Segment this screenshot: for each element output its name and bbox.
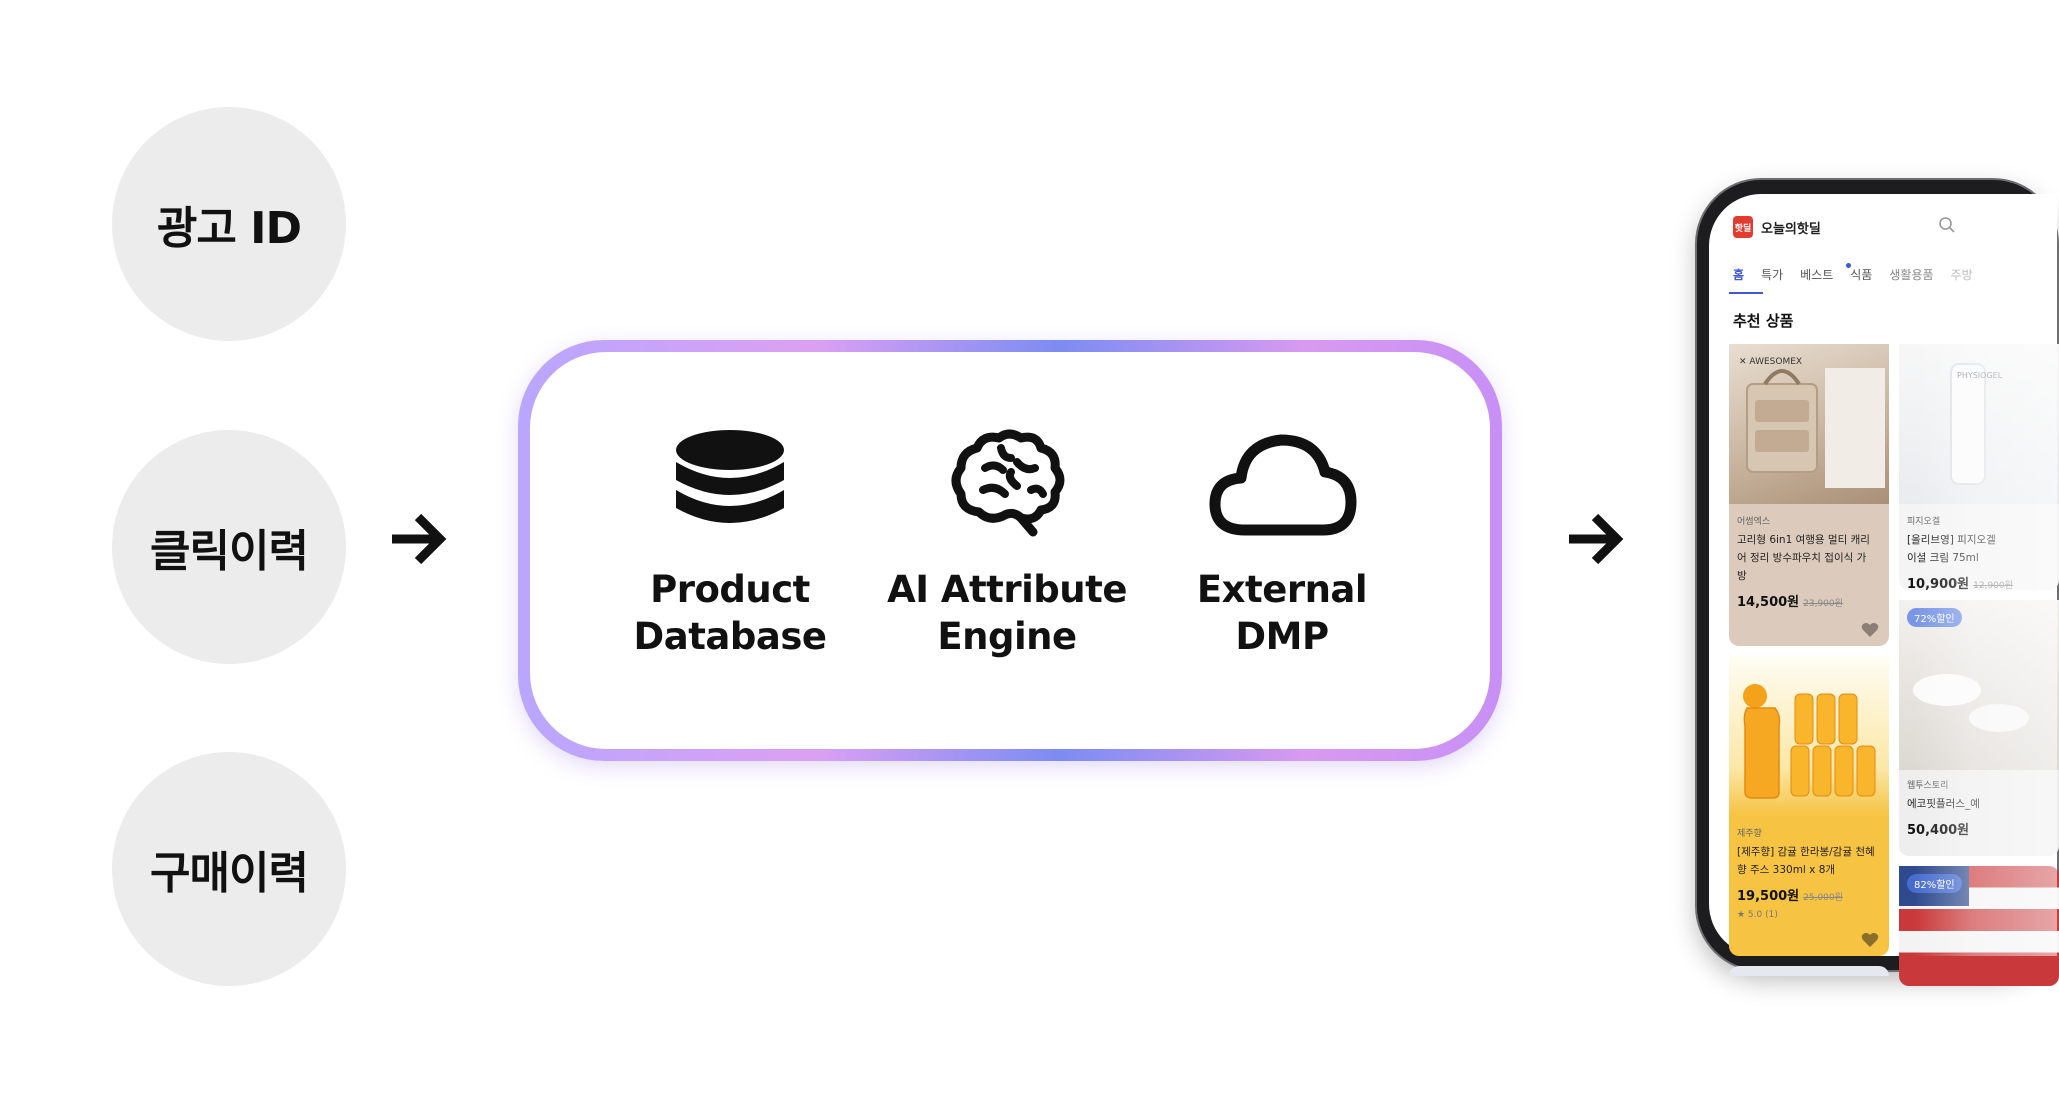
arrow-right-icon: [1569, 513, 1624, 565]
product-name: 고리형 6in1 여행용 멀티 캐리: [1737, 534, 1870, 546]
product-image: ✕ AWESOMEX: [1729, 344, 1889, 504]
product-name: 어 정리 방수파우치 접이식 가: [1737, 552, 1867, 564]
svg-text:PHYSIOGEL: PHYSIOGEL: [1957, 371, 2003, 380]
product-card[interactable]: 82%할인: [1899, 866, 2059, 986]
search-icon[interactable]: [1938, 216, 1956, 234]
next-card-edge: [1729, 966, 1889, 976]
app-name: 오늘의핫딜: [1761, 221, 1821, 237]
bag-organizer-image: ✕ AWESOMEX: [1739, 357, 1885, 488]
engine-panel: [518, 340, 1502, 761]
tab-special[interactable]: 특가: [1761, 268, 1784, 282]
engine-panel-inner: [530, 352, 1490, 749]
product-name: 에코핏플러스_예: [1907, 798, 1980, 810]
input-label: 클릭이력: [150, 526, 309, 577]
product-brand: 제주향: [1737, 829, 1762, 839]
tab-kitchen[interactable]: 주방: [1950, 268, 1973, 282]
engine-label-line2: Database: [633, 615, 827, 658]
app-bar: 핫딜 오늘의핫딜: [1733, 216, 1821, 238]
product-old-price: 12,900원: [1973, 581, 2013, 591]
product-card[interactable]: 72%할인 웹투스토리 에코핏플러스_예 50,400원: [1899, 600, 2059, 856]
brain-icon: [951, 429, 1065, 537]
product-image: PHYSIOGEL: [1899, 344, 2059, 504]
arrow-right-icon: [392, 513, 447, 565]
product-image: [1729, 656, 1889, 816]
product-price: 19,500원: [1737, 889, 1800, 904]
section-title: 추천 상품: [1733, 312, 1794, 330]
engine-label-line2: DMP: [1235, 615, 1329, 658]
tab-best[interactable]: 베스트: [1800, 268, 1834, 282]
app-logo: 핫딜: [1733, 216, 1753, 238]
input-label: 구매이력: [150, 848, 309, 899]
product-price: 10,900원: [1907, 577, 1970, 592]
cloud-icon: [1209, 434, 1357, 536]
product-name: 향 주스 330ml x 8개: [1737, 864, 1836, 876]
product-brand: 피지오겔: [1907, 517, 1941, 527]
engine-label-line1: AI Attribute: [887, 568, 1127, 611]
tab-food[interactable]: 식품: [1850, 268, 1873, 282]
engine-label-line2: Engine: [937, 615, 1077, 658]
active-tab-indicator: [1729, 292, 1763, 294]
input-ad-id: 광고 ID: [112, 107, 346, 341]
product-name: [올리브영] 피지오겔: [1907, 534, 1996, 546]
product-brand: 어썸엑스: [1737, 517, 1771, 527]
engine-label-line1: Product: [650, 568, 810, 611]
heart-icon[interactable]: [1861, 932, 1879, 948]
phone-mockup: 핫딜 오늘의핫딜 홈 특가 베스트 식품 생활용품 주방 추천 상품: [1697, 180, 2059, 986]
product-old-price: 25,000원: [1803, 893, 1843, 903]
discount-badge: 82%할인: [1907, 874, 1962, 893]
input-click-history: 클릭이력: [112, 430, 346, 664]
engine-label-line1: External: [1196, 568, 1368, 611]
phone-screen: 핫딜 오늘의핫딜 홈 특가 베스트 식품 생활용품 주방 추천 상품: [1709, 194, 2059, 986]
tab-home[interactable]: 홈: [1733, 268, 1745, 282]
category-tabs: 홈 특가 베스트 식품 생활용품 주방: [1733, 266, 1973, 283]
tab-living[interactable]: 생활용품: [1889, 268, 1934, 282]
product-old-price: 23,900원: [1803, 599, 1843, 609]
heart-icon[interactable]: [1861, 622, 1879, 638]
database-icon: [676, 430, 784, 523]
product-brand: 웹투스토리: [1907, 781, 1949, 791]
product-name: 방: [1737, 570, 1747, 582]
cream-tube-image: PHYSIOGEL: [1950, 363, 2003, 485]
new-dot-indicator: [1846, 263, 1851, 268]
product-price: 14,500원: [1737, 595, 1800, 610]
discount-badge: 72%할인: [1907, 608, 1962, 627]
svg-text:✕ AWESOMEX: ✕ AWESOMEX: [1739, 357, 1802, 367]
product-rating: ★ 5.0 (1): [1737, 910, 1778, 920]
juice-bottles-image: [1743, 684, 1876, 799]
product-name: 이셜 크림 75ml: [1907, 552, 1979, 564]
input-purchase-history: 구매이력: [112, 752, 346, 986]
input-label: 광고 ID: [156, 203, 302, 254]
product-price: 50,400원: [1907, 823, 1970, 838]
product-name: [제주향] 감귤 한라봉/감귤 천혜: [1737, 846, 1875, 858]
